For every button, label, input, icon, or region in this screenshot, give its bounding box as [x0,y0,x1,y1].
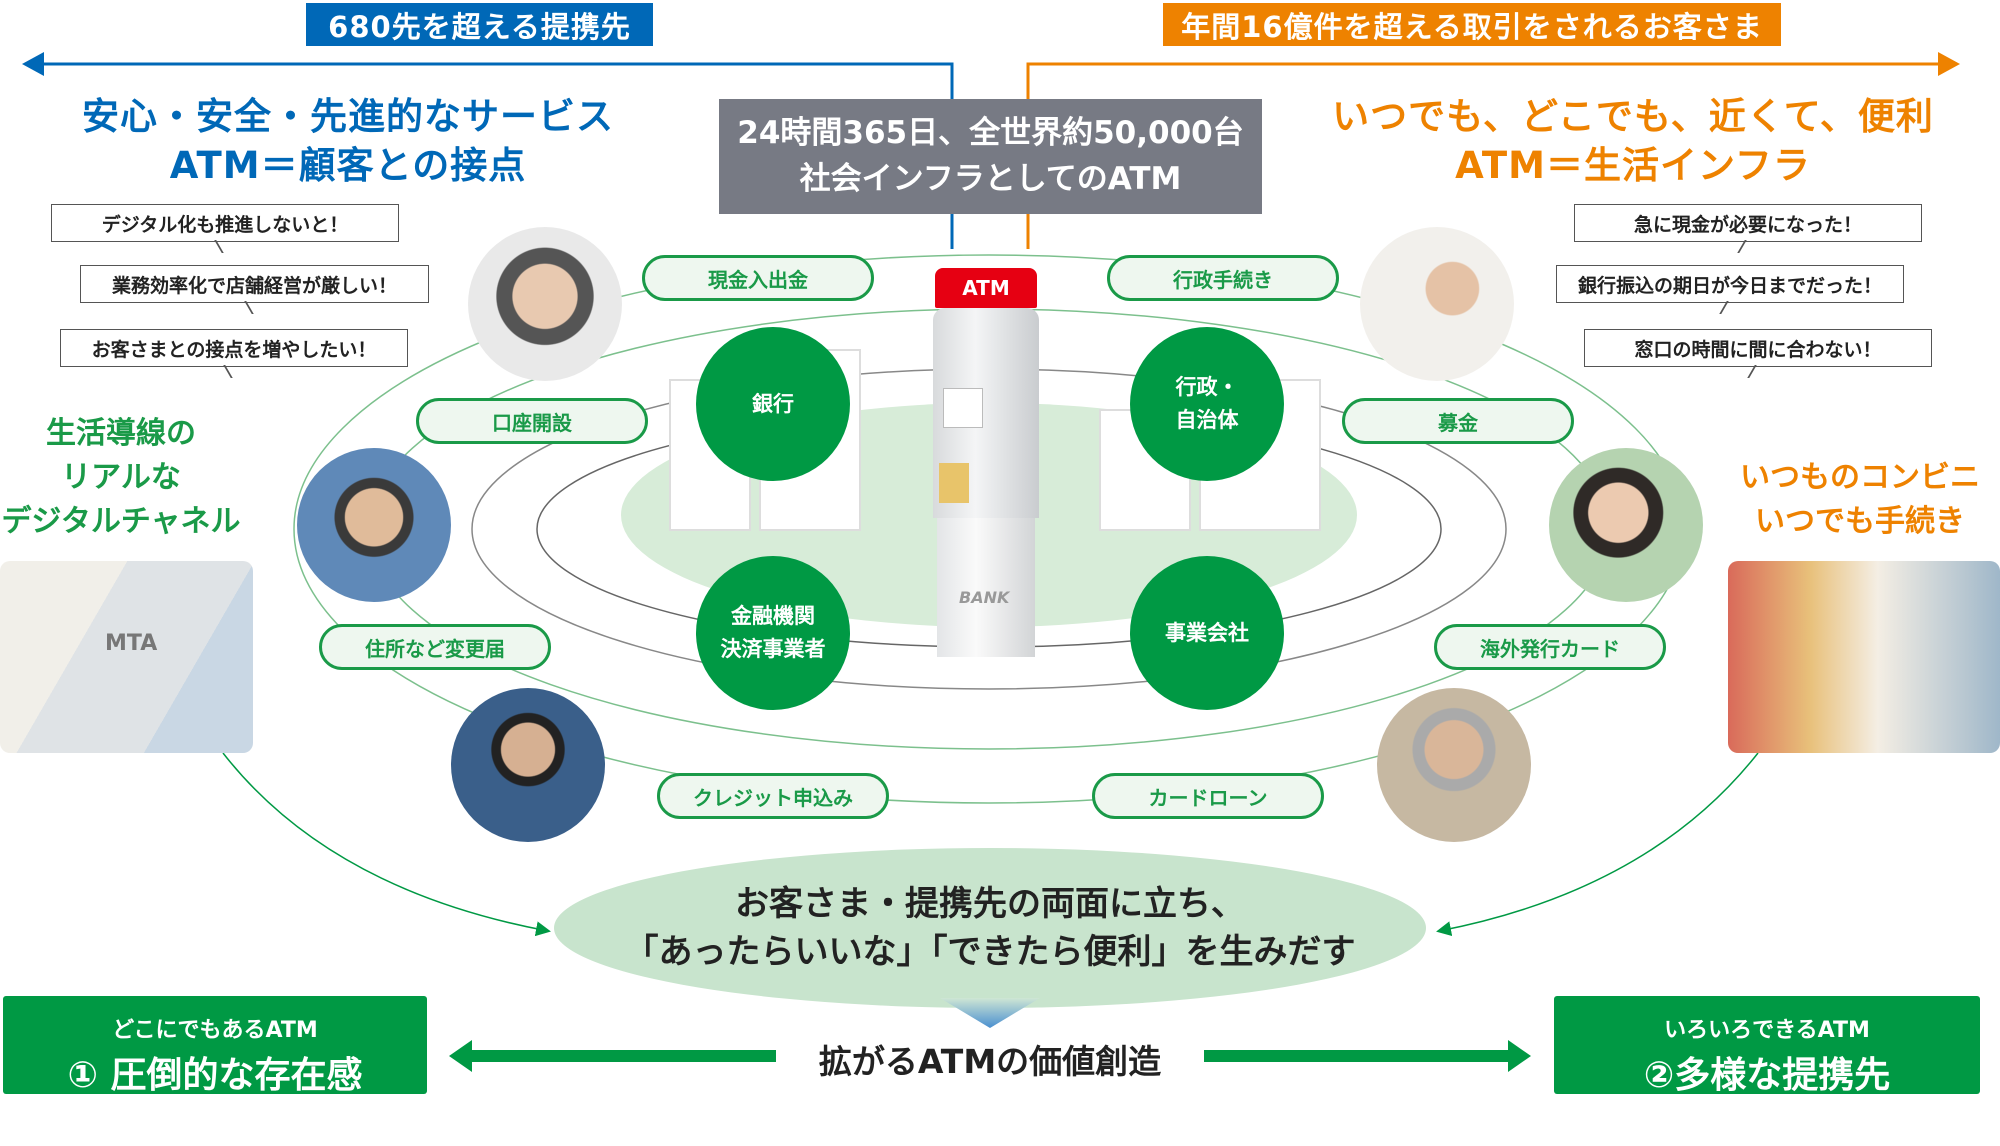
left-headline-line2: ATM＝顧客との接点 [169,144,527,187]
atm-sign: ATM [935,268,1037,308]
left-side-line1: 生活導線の [46,416,196,451]
service-credit-application: クレジット申込み [657,773,889,819]
customers-count-label: 年間16億件を超える取引をされるお客さま [1163,3,1781,46]
presence-title: ① 圧倒的な存在感 [67,1055,363,1096]
convenience-store-photo [1728,561,2000,753]
service-address-change: 住所など変更届 [319,624,551,670]
partner-government: 行政・自治体 [1130,327,1284,481]
partner-bank-label: 銀行 [752,391,794,416]
atm-illustration: ATM BANK [929,268,1043,657]
customer-photo-man-glasses [297,448,451,602]
partners-subtitle: いろいろできるATM [1664,1018,1870,1043]
customer-photo-woman [1549,448,1703,602]
speech-bubble: 窓口の時間に間に合わない！ [1584,329,1932,367]
partner-fin-label2: 決済事業者 [720,637,826,661]
left-side-caption: 生活導線の リアルな デジタルチャネル [0,412,252,544]
center-infra-box: 24時間365日、全世界約50,000台 社会インフラとしてのATM [719,99,1262,214]
partner-financial-institutions: 金融機関決済事業者 [696,556,850,710]
speech-bubble: 急に現金が必要になった！ [1574,204,1922,242]
right-headline-line2: ATM＝生活インフラ [1455,144,1811,187]
partner-gov-label1: 行政・ [1175,375,1239,399]
speech-bubble: 銀行振込の期日が今日までだった！ [1556,265,1904,303]
right-side-caption: いつものコンビニ いつでも手続き [1720,456,2000,544]
partners-count-label: 680先を超える提携先 [306,3,653,46]
partner-fin-label1: 金融機関 [731,604,815,628]
atm-photo-label: MTA [105,631,158,656]
customer-photo-elderly-woman [468,227,622,381]
center-box-line2: 社会インフラとしてのATM [799,161,1182,197]
partners-title: ②多様な提携先 [1643,1055,1891,1096]
customer-photo-seniors [1377,688,1531,842]
value-creation-title: 拡がるATMの価値創造 [818,1042,1162,1081]
atm-user-photo: MTA [0,561,253,753]
service-overseas-card: 海外発行カード [1434,624,1666,670]
left-side-line2: リアルな [61,460,181,495]
left-side-line3: デジタルチャネル [1,504,241,539]
partner-biz-label: 事業会社 [1165,620,1249,645]
service-government-procedures: 行政手続き [1107,255,1339,301]
left-headline-line1: 安心・安全・先進的なサービス [82,95,614,138]
speech-bubble: デジタル化も推進しないと！ [51,204,399,242]
center-box-line1: 24時間365日、全世界約50,000台 [737,115,1244,151]
customer-photo-young-man-phone [451,688,605,842]
center-message-line1: お客さま・提携先の両面に立ち、 [735,884,1245,924]
service-donation: 募金 [1342,398,1574,444]
partner-business-companies: 事業会社 [1130,556,1284,710]
speech-bubble: お客さまとの接点を増やしたい！ [60,329,408,367]
atm-bank-text: BANK [959,588,1010,607]
right-headline-line1: いつでも、どこでも、近くて、便利 [1332,95,1934,138]
customer-photo-family [1360,227,1514,381]
speech-bubble: 業務効率化で店舗経営が厳しい！ [80,265,429,303]
presence-subtitle: どこにでもあるATM [112,1018,318,1043]
center-message-line2: 「あったらいいな」「できたら便利」を生みだす [624,932,1356,972]
service-account-opening: 口座開設 [416,398,648,444]
partners-box: いろいろできるATM ②多様な提携先 [1554,996,1980,1096]
right-side-line2: いつでも手続き [1755,504,1965,539]
service-card-loan: カードローン [1092,773,1324,819]
presence-box: どこにでもあるATM ① 圧倒的な存在感 [3,996,427,1096]
service-cash-deposit-withdrawal: 現金入出金 [642,255,874,301]
partner-bank: 銀行 [696,327,850,481]
partner-gov-label2: 自治体 [1175,408,1239,432]
right-headline: いつでも、どこでも、近くて、便利 ATM＝生活インフラ [1310,92,1956,190]
right-side-line1: いつものコンビニ [1740,460,1980,495]
left-headline: 安心・安全・先進的なサービス ATM＝顧客との接点 [48,92,648,190]
center-message: お客さま・提携先の両面に立ち、 「あったらいいな」「できたら便利」を生みだす [560,880,1420,976]
